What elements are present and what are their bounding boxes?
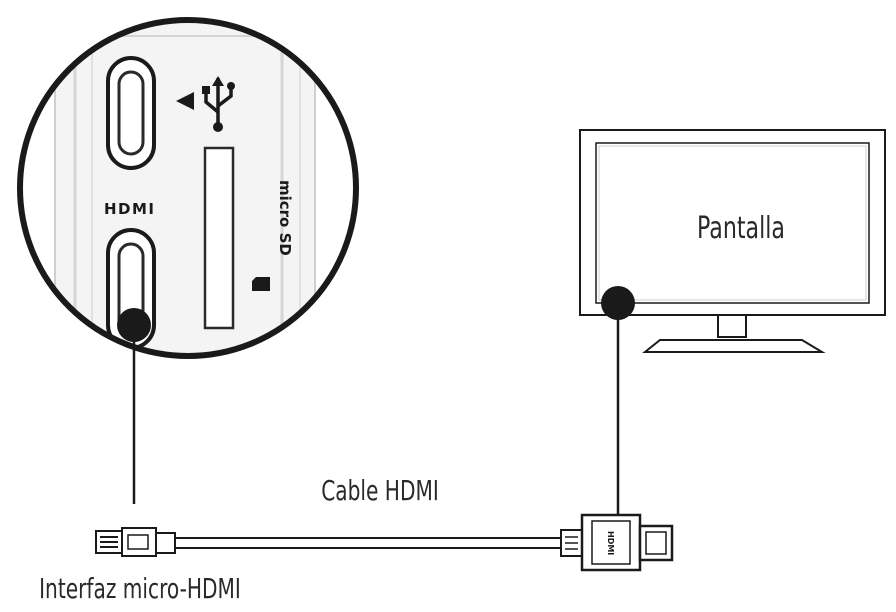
- micro-sd-slot: [203, 146, 235, 330]
- micro-hdmi-plug: [95, 527, 176, 557]
- display-monitor: Pantalla: [579, 129, 886, 353]
- display-label: Pantalla: [697, 212, 785, 246]
- sd-card-icon: [252, 277, 270, 291]
- port-magnifier: HDMI micro SD: [17, 17, 359, 359]
- hdmi-cable: HDMI: [95, 513, 674, 572]
- usb-icon: [202, 76, 235, 132]
- micro-sd-label: micro SD: [276, 180, 294, 256]
- hdmi-port-label: HDMI: [104, 200, 156, 218]
- plug-hdmi-text: HDMI: [606, 531, 615, 555]
- hdmi-plug: HDMI: [560, 513, 674, 572]
- usb-port: [106, 56, 156, 170]
- left-arrow-icon: [176, 92, 194, 110]
- interface-label: Interfaz micro-HDMI: [39, 571, 241, 604]
- cable-label: Cable HDMI: [321, 473, 439, 506]
